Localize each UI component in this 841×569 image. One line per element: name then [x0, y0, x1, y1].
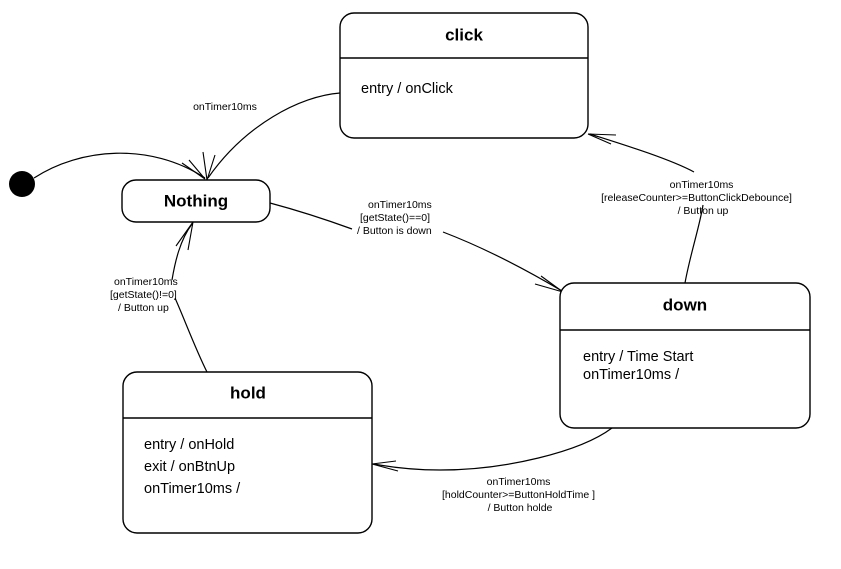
transition-label-line: [getState()!=0]	[110, 289, 177, 301]
transition-label-line: [getState()==0]	[360, 212, 430, 224]
transition-label: onTimer10ms [releaseCounter>=ButtonClick…	[601, 179, 795, 217]
transition-label-line: [holdCounter>=ButtonHoldTime ]	[442, 489, 595, 501]
transition-path-b	[171, 223, 193, 281]
transition-label-line: / Button up	[118, 302, 169, 314]
transition-path-b	[373, 463, 441, 471]
state-body-line: entry / onHold	[144, 437, 234, 453]
transition-label-line: / Button is down	[357, 225, 432, 237]
state-nothing[interactable]: Nothing	[121, 179, 271, 223]
transition-down-to-hold[interactable]: onTimer10ms [holdCounter>=ButtonHoldTime…	[371, 427, 613, 514]
transition-path-a	[439, 427, 613, 471]
state-click-body: entry / onClick	[361, 81, 454, 97]
transition-path-a	[174, 297, 208, 373]
state-hold-body: entry / onHold exit / onBtnUp onTimer10m…	[144, 437, 241, 497]
arrowhead	[534, 275, 564, 293]
transition-path-b	[442, 231, 563, 292]
transition-label-line: onTimer10ms	[670, 179, 734, 191]
state-hold-box	[122, 371, 373, 534]
state-body-line: onTimer10ms /	[583, 367, 680, 383]
state-click-box	[339, 12, 589, 139]
transition-label-line: / Button holde	[488, 502, 553, 514]
arrowhead	[202, 151, 216, 181]
state-hold-title: hold	[230, 383, 266, 402]
state-hold[interactable]: hold entry / onHold exit / onBtnUp onTim…	[122, 371, 373, 534]
arrowhead	[175, 221, 194, 251]
transition-label-line: onTimer10ms	[193, 101, 257, 113]
state-down-box	[559, 282, 811, 429]
arrowhead	[587, 133, 617, 145]
transition-label-line: onTimer10ms	[368, 199, 432, 211]
state-body-line: entry / Time Start	[583, 349, 693, 365]
transition-click-to-nothing[interactable]: onTimer10ms	[193, 92, 341, 181]
state-down-title: down	[663, 295, 707, 314]
state-body-line: onTimer10ms /	[144, 481, 241, 497]
state-nothing-title: Nothing	[164, 191, 228, 210]
arrowhead	[181, 159, 206, 180]
state-click[interactable]: click entry / onClick	[339, 12, 589, 139]
transition-path-a	[269, 202, 353, 230]
transition-path	[33, 152, 206, 179]
transition-label-line: onTimer10ms	[487, 476, 551, 488]
state-nothing-box	[121, 179, 271, 223]
transition-down-to-click[interactable]: onTimer10ms [releaseCounter>=ButtonClick…	[587, 133, 795, 284]
state-body-line: entry / onClick	[361, 81, 454, 97]
transition-path-a	[684, 204, 704, 284]
initial-pseudostate-dot	[9, 171, 35, 197]
transition-nothing-to-down[interactable]: onTimer10ms [getState()==0] / Button is …	[269, 199, 564, 293]
transition-label: onTimer10ms [getState()==0] / Button is …	[357, 199, 435, 237]
transition-hold-to-nothing[interactable]: onTimer10ms [getState()!=0] / Button up	[110, 221, 208, 373]
transition-label: onTimer10ms [holdCounter>=ButtonHoldTime…	[442, 476, 598, 514]
transition-path	[207, 92, 341, 179]
state-body-line: exit / onBtnUp	[144, 459, 235, 475]
state-down[interactable]: down entry / Time Start onTimer10ms /	[559, 282, 811, 429]
state-click-title: click	[445, 25, 483, 44]
transition-label: onTimer10ms [getState()!=0] / Button up	[110, 276, 181, 314]
state-down-body: entry / Time Start onTimer10ms /	[583, 349, 697, 383]
arrowhead	[371, 460, 399, 472]
transition-label-line: [releaseCounter>=ButtonClickDebounce]	[601, 192, 792, 204]
transition-label-line: / Button up	[678, 205, 729, 217]
transition-path-b	[589, 133, 695, 173]
transition-label: onTimer10ms	[193, 101, 257, 113]
transition-initial-to-nothing[interactable]	[33, 152, 206, 180]
transition-label-line: onTimer10ms	[114, 276, 178, 288]
